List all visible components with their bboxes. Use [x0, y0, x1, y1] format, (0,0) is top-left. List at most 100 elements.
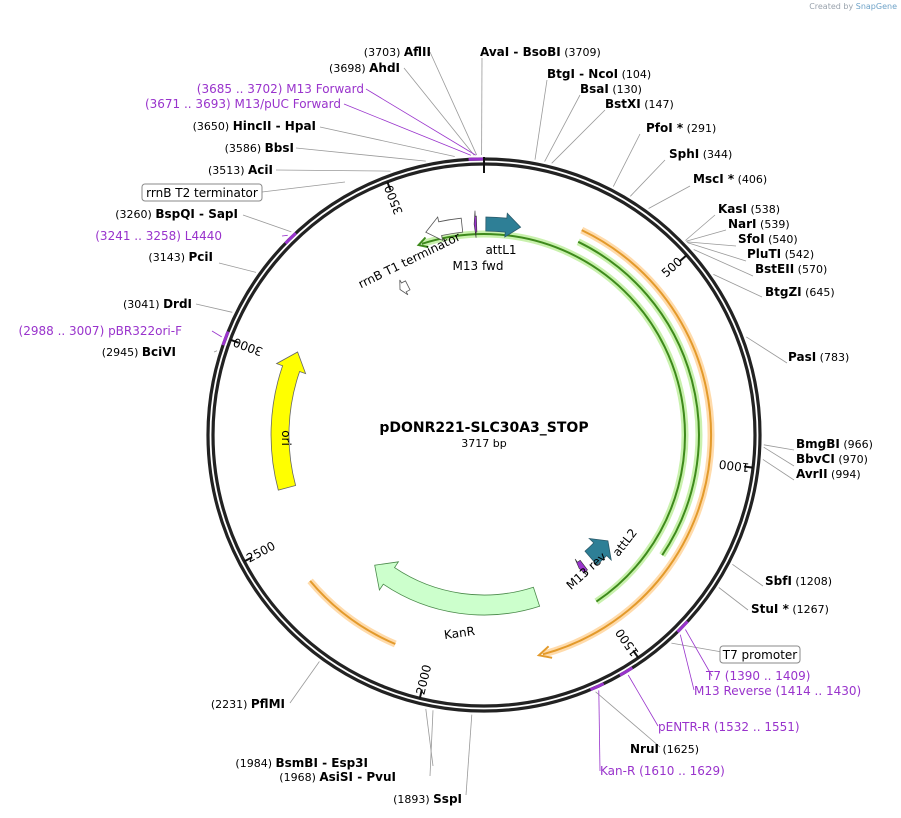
leader-line	[211, 330, 222, 338]
leader-line	[612, 133, 641, 187]
enzyme-label: (3260) BspQI - SapI	[115, 207, 238, 221]
primer-label: Kan-R (1610 .. 1629)	[600, 764, 725, 778]
orange-arc-2-halo	[307, 578, 397, 648]
leader-line	[718, 587, 749, 611]
enzyme-label: (1984) BsmBI - Esp3I	[235, 756, 368, 770]
feature-label: M13 fwd	[453, 259, 504, 273]
attl2-feature	[584, 537, 612, 566]
snapgene-credit: Created by SnapGene	[809, 2, 897, 11]
scale-tick-label: 2000	[413, 663, 434, 696]
enzyme-label: BmgBI (966)	[796, 437, 873, 451]
enzyme-label: (1968) AsiSI - PvuI	[279, 770, 396, 784]
feature-callout-label: T7 promoter	[722, 648, 798, 662]
enzyme-label: BbvCI (970)	[796, 452, 868, 466]
scale-tick	[243, 556, 253, 563]
leader-line	[343, 103, 471, 156]
enzyme-label: PasI (783)	[788, 350, 849, 364]
enzyme-label: BstXI (147)	[605, 97, 674, 111]
scale-tick-label: 1500	[613, 626, 642, 659]
leader-line	[465, 714, 473, 796]
ori-feature	[270, 351, 307, 491]
leader-line	[732, 563, 764, 587]
primer-label: (3241 .. 3258) L4440	[95, 229, 222, 243]
plasmid-size: 3717 bp	[461, 437, 506, 450]
scale-tick	[386, 181, 392, 191]
primer-label: M13 Reverse (1414 .. 1430)	[694, 684, 861, 698]
leader-line	[762, 459, 795, 481]
feature-callout-box	[719, 645, 801, 664]
leader-line	[319, 126, 455, 157]
enzyme-label: (2231) PflMI	[211, 697, 285, 711]
leader-line	[429, 710, 434, 777]
enzyme-label: (2945) BciVI	[102, 345, 176, 359]
leader-line	[685, 229, 727, 242]
leader-line	[218, 262, 257, 273]
enzyme-label: KasI (538)	[718, 202, 780, 216]
orange-arc-head	[536, 645, 553, 659]
leader-line	[648, 185, 691, 209]
kanr-feature	[374, 561, 541, 616]
rrnb-t1-small-feature	[399, 279, 411, 296]
feature-callout-box	[141, 183, 263, 202]
enzyme-label: SbfI (1208)	[765, 574, 832, 588]
scale-tick	[229, 338, 240, 344]
enzyme-label: BtgI - NcoI (104)	[547, 67, 651, 81]
primer-site-mark	[619, 666, 634, 677]
leader-line	[281, 234, 288, 237]
scale-tick-label: 1000	[718, 457, 750, 475]
rrnb-t1-terminator-feature	[425, 216, 464, 242]
m13-fwd-feature	[473, 210, 478, 238]
leader-line	[746, 336, 788, 364]
feature-label: M13 rev	[564, 550, 609, 593]
feature-label: rrnB T1 terminator	[356, 230, 463, 292]
feature-label: attL2	[610, 526, 640, 559]
primer-label: pENTR-R (1532 .. 1551)	[658, 720, 800, 734]
credit-prefix: Created by	[809, 2, 854, 11]
leader-line	[671, 642, 723, 653]
scale-tick-label: 2500	[244, 539, 278, 566]
enzyme-label: BstEII (570)	[755, 262, 827, 276]
attl1-feature	[485, 212, 522, 238]
leader-line	[534, 79, 548, 160]
leader-line	[425, 708, 434, 767]
primer-site-mark	[589, 682, 605, 691]
plasmid-name: pDONR221-SLC30A3_STOP	[379, 420, 588, 436]
leader-line	[686, 241, 737, 247]
enzyme-label: PfoI * (291)	[646, 121, 716, 135]
leader-line	[713, 274, 763, 298]
enzyme-label: SphI (344)	[669, 147, 732, 161]
orange-arc	[542, 229, 713, 656]
green-arc-outer	[577, 240, 700, 556]
green-arc-head	[416, 236, 429, 249]
m13-rev-feature	[574, 558, 588, 576]
enzyme-label: BtgZI (645)	[765, 285, 835, 299]
feature-shapes	[270, 210, 715, 659]
primer-site-mark	[284, 232, 297, 245]
leader-line	[685, 214, 716, 241]
enzyme-label: (3698) AhdI	[329, 61, 400, 75]
leader-line	[763, 446, 795, 467]
scale-tick-label: 500	[659, 254, 685, 280]
enzyme-label: (1893) SspI	[393, 792, 462, 806]
enzyme-label: AvrII (994)	[796, 467, 861, 481]
enzyme-label: (3513) AciI	[208, 163, 273, 177]
leader-line	[261, 181, 346, 193]
enzyme-label: NruI (1625)	[630, 742, 699, 756]
leader-line	[289, 661, 320, 704]
leader-line	[763, 444, 795, 451]
enzyme-label: NarI (539)	[728, 217, 790, 231]
leader-line	[685, 629, 713, 677]
leader-line	[595, 691, 661, 748]
enzyme-label: AvaI - BsoBI (3709)	[480, 45, 601, 59]
leader-line	[295, 147, 426, 162]
leader-line	[365, 88, 476, 156]
feature-label: attL1	[485, 243, 516, 257]
leader-line	[627, 674, 659, 727]
green-arc-inner	[421, 233, 686, 603]
primer-label: (3685 .. 3702) M13 Forward	[197, 82, 364, 96]
enzyme-label: (3041) DrdI	[123, 297, 192, 311]
enzyme-label: SfoI (540)	[738, 232, 798, 246]
primer-label: T7 (1390 .. 1409)	[705, 669, 810, 683]
